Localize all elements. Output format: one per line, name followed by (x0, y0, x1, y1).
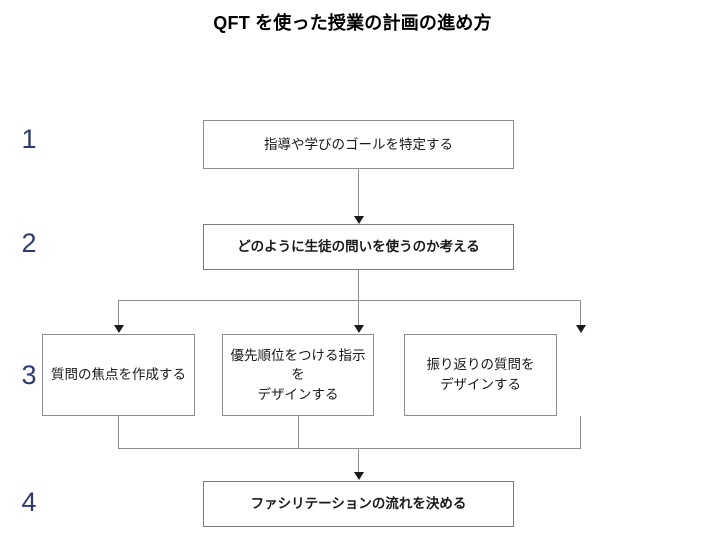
step-4-box: ファシリテーションの流れを決める (203, 481, 514, 527)
connector-3b-to-merge-line (298, 416, 299, 449)
step-3b-box-label: 優先順位をつける指示を デザインする (229, 346, 367, 405)
step-3b-box-line-2: デザインする (257, 386, 339, 402)
step-2-box: どのように生徒の問いを使うのか考える (203, 224, 514, 270)
step-number-4: 4 (21, 487, 37, 517)
step-3c-box: 振り返りの質問を デザインする (404, 334, 557, 416)
step-3c-box-line-1: 振り返りの質問を (426, 357, 535, 373)
connector-1-to-2-arrowhead (353, 216, 364, 224)
connector-bus-to-3b-arrowhead (353, 325, 364, 333)
step-1-box: 指導や学びのゴールを特定する (203, 120, 514, 169)
connector-bus-to-3b-line (358, 300, 359, 326)
connector-bus-to-3c-line (580, 300, 581, 326)
step-number-3: 3 (21, 360, 37, 390)
step-3b-box: 優先順位をつける指示を デザインする (222, 334, 374, 416)
connector-merge-to-4-arrowhead (353, 472, 364, 480)
connector-bus-to-3a-arrowhead (113, 325, 124, 333)
connector-2-to-bus-line (358, 270, 359, 301)
connector-3a-to-merge-line (118, 416, 119, 449)
page-title: QFT を使った授業の計画の進め方 (213, 13, 492, 33)
step-1-box-label: 指導や学びのゴールを特定する (264, 136, 453, 152)
step-4-box-label: ファシリテーションの流れを決める (250, 496, 467, 512)
merge-bus-horizontal (118, 448, 581, 449)
connector-3c-to-merge-line (580, 416, 581, 449)
branch-bus-horizontal (118, 300, 581, 301)
step-3b-box-line-1: 優先順位をつける指示を (230, 347, 366, 383)
step-3a-box: 質問の焦点を作成する (42, 334, 195, 416)
step-number-1: 1 (21, 124, 37, 154)
connector-bus-to-3a-line (118, 300, 119, 326)
step-3a-box-label: 質問の焦点を作成する (51, 367, 186, 383)
connector-1-to-2-line (358, 169, 359, 217)
step-3c-box-line-2: デザインする (440, 377, 521, 392)
step-number-2: 2 (21, 228, 37, 258)
connector-merge-to-4-line (358, 448, 359, 474)
connector-bus-to-3c-arrowhead (575, 325, 586, 333)
step-3c-box-label: 振り返りの質問を デザインする (427, 355, 535, 394)
step-2-box-label: どのように生徒の問いを使うのか考える (237, 239, 480, 255)
